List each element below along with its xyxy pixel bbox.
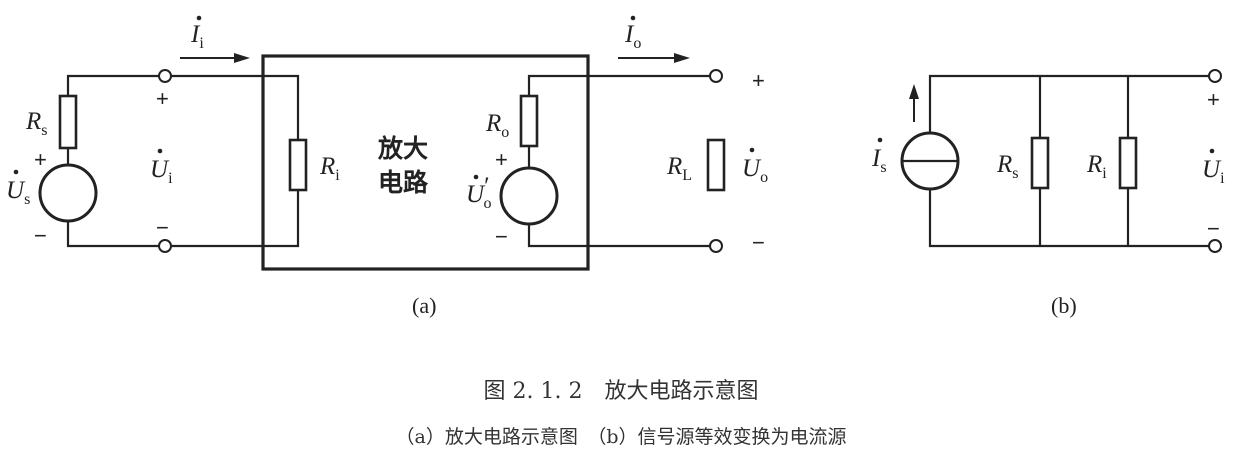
phasor-dot-ui [157, 148, 163, 154]
wire-source-o-bottom [527, 224, 712, 248]
figure-caption-title: 图 2. 1. 2 放大电路示意图 [484, 379, 759, 404]
sign-ui-plus: + [156, 86, 169, 111]
label-ii: Ii [190, 21, 204, 52]
label-is: Is [871, 145, 887, 176]
resistor-rs [58, 94, 78, 150]
label-rs: Rs [25, 108, 48, 139]
wire-b-top [928, 74, 1210, 133]
wire-source-top [66, 74, 160, 96]
panel-a-circuit: Rs + − Us + − Ui Ii Ri 放大 电路 Ro [6, 15, 768, 318]
panel-a-label: (a) [412, 293, 436, 318]
sign-uo-minus: − [752, 230, 765, 255]
resistor-ro [519, 94, 539, 148]
label-ri: Ri [319, 153, 340, 184]
amplifier-label-line1: 放大 [377, 134, 428, 163]
wire-ro-top [527, 74, 712, 96]
panel-b-label: (b) [1051, 293, 1077, 318]
phasor-dot-ii [196, 15, 202, 21]
input-terminal-top [158, 69, 172, 83]
figure-caption-subtitle: （a）放大电路示意图 （b）信号源等效变换为电流源 [396, 426, 847, 448]
sign-us-minus: − [34, 223, 47, 248]
output-terminal-bottom [709, 239, 723, 253]
b-output-terminal-top [1208, 69, 1222, 83]
label-rl: RL [666, 153, 692, 184]
label-uo: Uo [742, 155, 768, 186]
resistor-b-rs [1030, 136, 1050, 190]
sign-uo-prime-minus: − [495, 224, 508, 249]
sign-uo-plus: + [752, 68, 765, 93]
current-arrow-is-head [909, 84, 919, 99]
output-terminal-top [709, 69, 723, 83]
sign-b-ui-minus: − [1207, 216, 1220, 241]
sign-b-ui-plus: + [1207, 87, 1220, 112]
amplifier-label-line2: 电路 [378, 168, 429, 197]
amplifier-box [261, 54, 590, 271]
sign-us-plus: + [34, 147, 47, 172]
phasor-dot-b-ui [1209, 148, 1215, 154]
phasor-dot-is [877, 137, 883, 143]
wire-ri-top [170, 74, 300, 140]
label-b-rs: Rs [996, 151, 1019, 182]
voltage-source-uo-prime [499, 166, 559, 226]
b-output-terminal-bottom [1208, 239, 1222, 253]
resistor-rl [706, 138, 726, 192]
wire-b-bottom [928, 189, 1210, 248]
current-arrow-ii-head [234, 53, 250, 63]
label-b-ri: Ri [1086, 151, 1107, 182]
label-io: Io [624, 21, 641, 52]
label-uo-prime: U′o [466, 173, 492, 212]
phasor-dot-io [630, 15, 636, 21]
phasor-dot-us [13, 169, 19, 175]
current-arrow-io-head [674, 53, 690, 63]
phasor-dot-uo-prime [473, 174, 479, 180]
input-terminal-bottom [158, 239, 172, 253]
wire-ri-bottom [170, 190, 300, 248]
label-ro: Ro [485, 110, 509, 141]
resistor-ri [288, 138, 308, 192]
sign-uo-prime-plus: + [495, 147, 508, 172]
wire-source-bottom [66, 222, 160, 248]
label-ui: Ui [150, 156, 173, 187]
panel-b-circuit: Is Rs Ri + − Ui (b) [871, 69, 1225, 318]
phasor-dot-uo [749, 147, 755, 153]
resistor-b-ri [1118, 136, 1138, 190]
voltage-source-us [38, 163, 98, 223]
label-b-ui: Ui [1202, 156, 1225, 187]
sign-ui-minus: − [156, 215, 169, 240]
label-us: Us [6, 177, 30, 208]
